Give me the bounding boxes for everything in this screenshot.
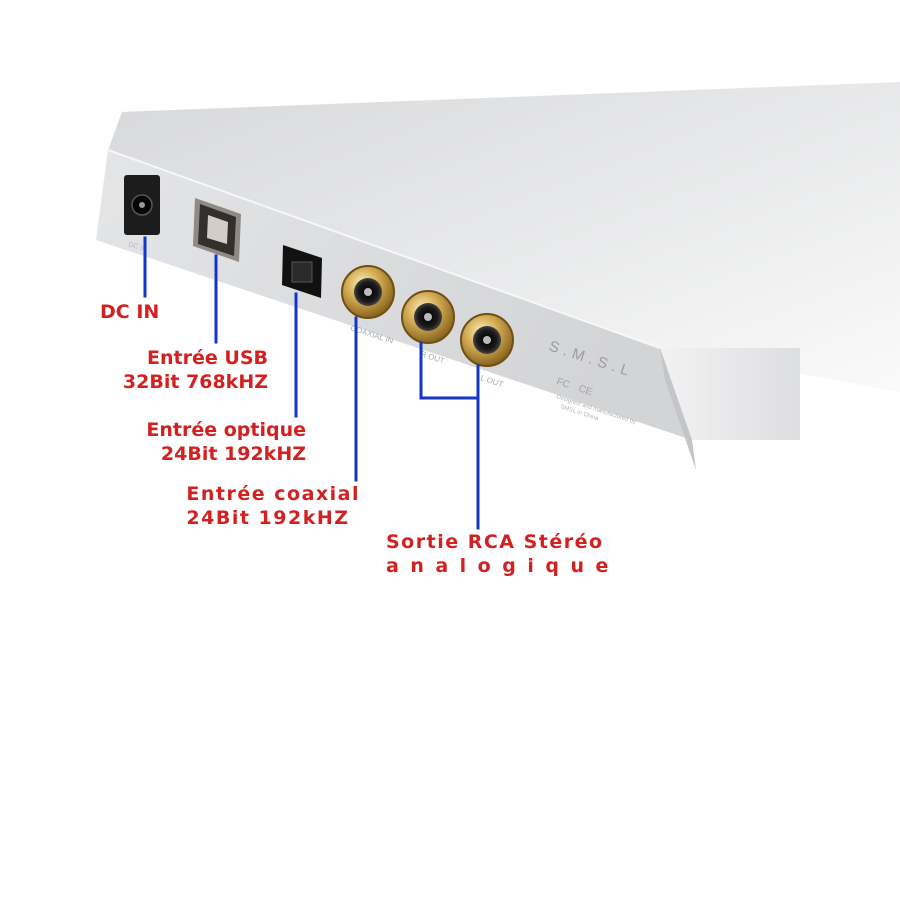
optical-input-spec: 24Bit 192kHZ [160,443,306,465]
coaxial-input-spec: 24Bit 192kHZ [186,507,350,529]
coaxial-rca-jack [341,265,395,319]
chassis-corner-chamfer [660,348,800,440]
cert-fc: FC [555,376,571,391]
pointer-lines [143,236,480,530]
usb-input-title: Entrée USB [147,347,268,369]
usb-b-port [193,198,241,262]
chassis-corner-bevel [660,348,696,470]
rca-output-title: Sortie RCA Stéréo [386,531,604,553]
chassis-top [108,82,900,392]
coaxial-input-label: Entrée coaxial 24Bit 192kHZ [186,482,360,530]
rca-output-subtitle: analogique [386,555,620,577]
usb-input-label: Entrée USB 32Bit 768kHZ [123,346,268,394]
usb-input-spec: 32Bit 768kHZ [122,371,268,393]
pointer-rca-bracket [419,341,480,400]
coaxial-input-title: Entrée coaxial [186,483,360,505]
optical-port [282,245,322,298]
dc-in-text: DC IN [100,301,160,323]
dc-in-jack [124,175,160,235]
optical-input-title: Entrée optique [146,419,306,441]
dc-in-label: DC IN [100,300,159,324]
rca-output-label: Sortie RCA Stéréo analogique [386,530,620,578]
optical-input-label: Entrée optique 24Bit 192kHZ [146,418,306,466]
rca-out-left-jack [460,313,514,367]
rca-out-right-jack [401,290,455,344]
cert-ce: CE [577,383,594,398]
chassis-edge-highlight [107,149,661,349]
